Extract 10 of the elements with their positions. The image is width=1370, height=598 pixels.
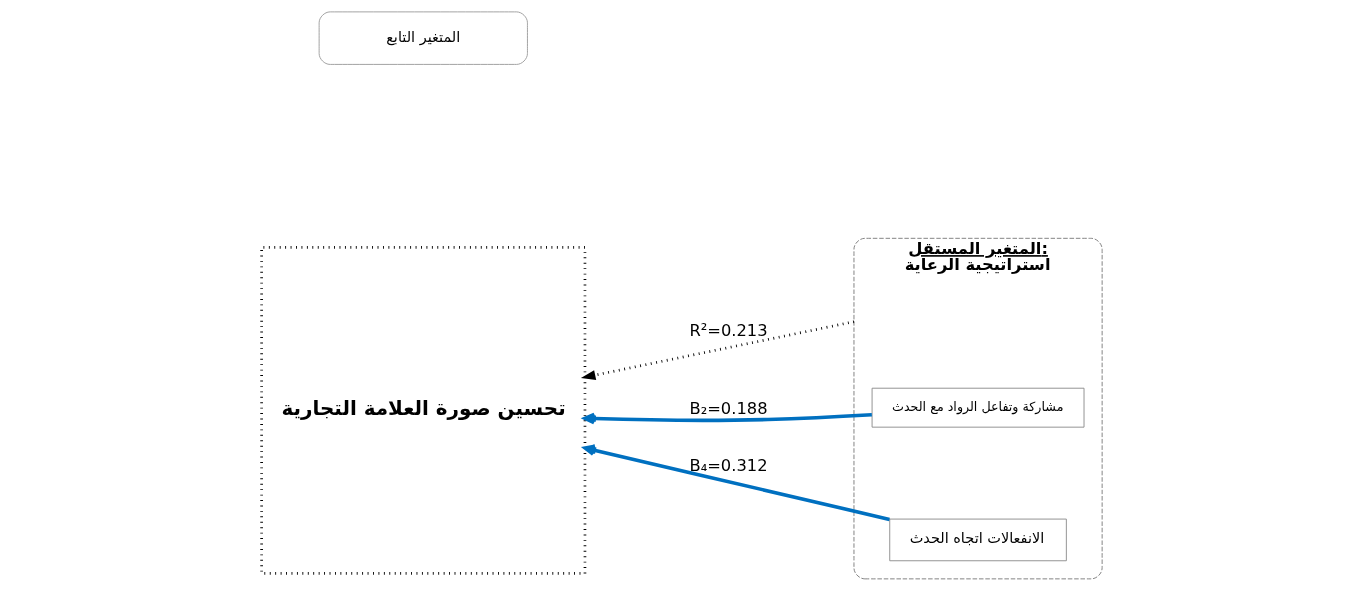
node-box: مشاركة وتفاعل الرواد مع الحدث <box>871 387 1084 428</box>
node-box: المتغير التابع <box>318 11 528 65</box>
edge-label: B₂=0.188 <box>689 399 768 419</box>
arrow <box>580 320 854 381</box>
arrow <box>582 412 872 425</box>
edge-label: R²=0.213 <box>688 320 768 340</box>
node-box: الانفعالات اتجاه الحدث <box>888 518 1067 562</box>
arrow <box>582 444 890 522</box>
edge-label: B₄=0.312 <box>689 455 768 475</box>
node-box: تحسين صورة العلامة التجارية <box>259 246 586 575</box>
